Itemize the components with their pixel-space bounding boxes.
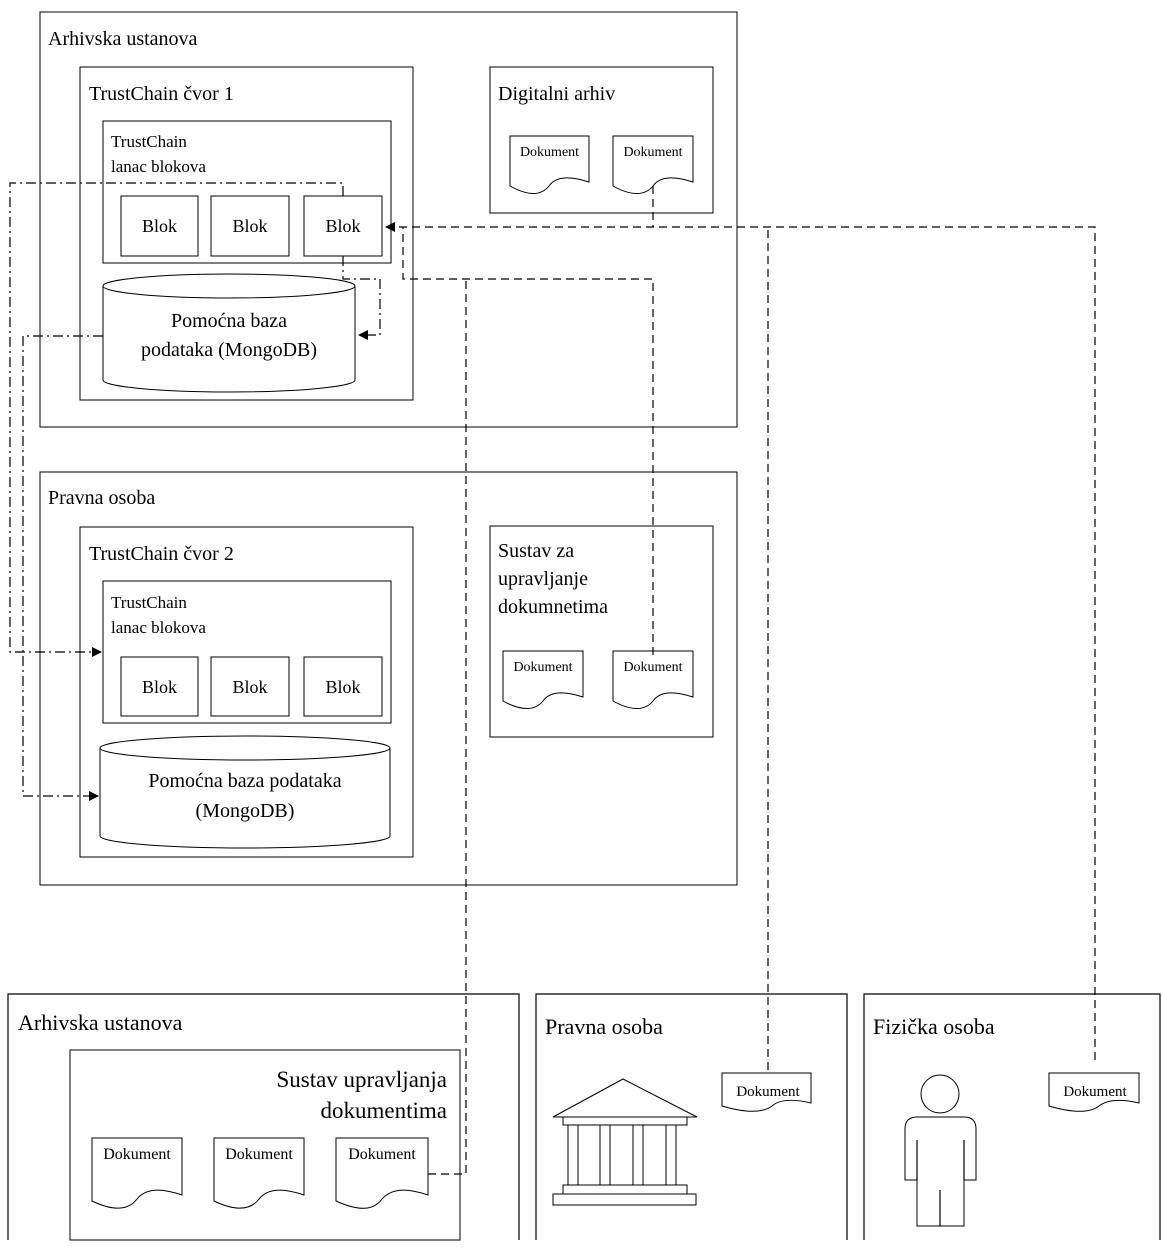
node-2-db-label-1: Pomoćna baza podataka	[148, 770, 341, 792]
document-icon	[502, 650, 584, 709]
bottom-dms-doc-3: Dokument	[348, 1146, 416, 1163]
connectors	[9, 182, 1096, 1175]
bottom-dms-doc-2: Dokument	[225, 1146, 293, 1163]
node-2-db-label-2: (MongoDB)	[196, 800, 295, 822]
document-icon	[1048, 1072, 1140, 1112]
top-archive-container: Arhivska ustanova TrustChain čvor 1 Trus…	[39, 11, 738, 428]
digital-archive-doc-2: Dokument	[623, 145, 682, 160]
bottom-legal-doc: Dokument	[736, 1084, 800, 1100]
node-1-block-3	[303, 195, 383, 257]
node-2-block-3-label: Blok	[325, 677, 360, 697]
bottom-person-doc: Dokument	[1063, 1084, 1127, 1100]
bottom-person-container: Fizička osoba Dokument	[863, 993, 1161, 1240]
node-2-block-1-label: Blok	[142, 677, 177, 697]
digital-archive-label: Digitalni arhiv	[498, 83, 615, 105]
legal-dms-doc-2: Dokument	[623, 660, 682, 675]
node-2-block-3	[303, 656, 383, 717]
node-1-db-label-1: Pomoćna baza	[171, 310, 287, 332]
bottom-dms-doc-1: Dokument	[103, 1146, 171, 1163]
bottom-dms-label-2: dokumentima	[321, 1098, 447, 1123]
document-icon	[335, 1137, 429, 1209]
digital-archive-doc-1: Dokument	[520, 145, 579, 160]
person-icon	[904, 1074, 977, 1227]
legal-dms-label-1: Sustav za	[498, 540, 574, 562]
document-icon	[612, 650, 694, 709]
node-1-block-3-label: Blok	[325, 216, 360, 236]
node-2-chain-label-2: lanac blokova	[111, 618, 206, 637]
node-1-label: TrustChain čvor 1	[89, 83, 234, 105]
node-1-chain-label-1: TrustChain	[111, 132, 187, 151]
legal-dms-doc-1: Dokument	[513, 660, 572, 675]
block-to-db-connector	[342, 256, 381, 340]
bottom-dms-label-1: Sustav upravljanja	[276, 1067, 447, 1092]
node-2-block-1	[120, 656, 199, 717]
legal-dms-label-3: dokumnetima	[498, 596, 608, 618]
node-1-block-1	[120, 195, 199, 257]
node-2-label: TrustChain čvor 2	[89, 543, 234, 565]
legal-dms-doc-connector	[402, 227, 654, 655]
bottom-archive-container: Arhivska ustanova Sustav upravljanja dok…	[7, 993, 520, 1241]
node-1-database	[102, 273, 356, 393]
bottom-archive-label: Arhivska ustanova	[18, 1010, 183, 1035]
document-icon	[612, 135, 694, 194]
node-2-block-2-label: Blok	[232, 677, 267, 697]
node-1-block-2-label: Blok	[232, 216, 267, 236]
bottom-archive-box	[7, 993, 520, 1240]
bottom-legal-label: Pravna osoba	[545, 1014, 663, 1039]
chain-replication-connector	[9, 182, 344, 657]
node-1-chain-label-2: lanac blokova	[111, 157, 206, 176]
document-icon	[509, 135, 590, 194]
bottom-person-box	[863, 993, 1161, 1240]
building-icon	[552, 1078, 698, 1206]
node-2-chain-label-1: TrustChain	[111, 593, 187, 612]
node-2-database	[99, 735, 391, 849]
node-2-block-2	[210, 656, 290, 717]
person-doc-connector	[385, 222, 1096, 1060]
bottom-person-label: Fizička osoba	[873, 1014, 995, 1039]
document-icon	[213, 1137, 305, 1209]
legal-dms-label-2: upravljanje	[498, 568, 588, 590]
node-1-db-label-2: podataka (MongoDB)	[141, 339, 317, 361]
legal-entity-label: Pravna osoba	[48, 487, 155, 509]
top-archive-label: Arhivska ustanova	[48, 28, 198, 50]
bottom-legal-container: Pravna osoba Dokument	[535, 993, 848, 1240]
node-1-block-1-label: Blok	[142, 216, 177, 236]
document-icon	[91, 1137, 183, 1209]
bottom-legal-box	[535, 993, 848, 1240]
node-1-block-2	[210, 195, 290, 257]
legal-entity-container: Pravna osoba TrustChain čvor 2 TrustChai…	[39, 471, 738, 886]
document-icon	[721, 1072, 812, 1112]
db-replication-connector	[22, 335, 103, 801]
